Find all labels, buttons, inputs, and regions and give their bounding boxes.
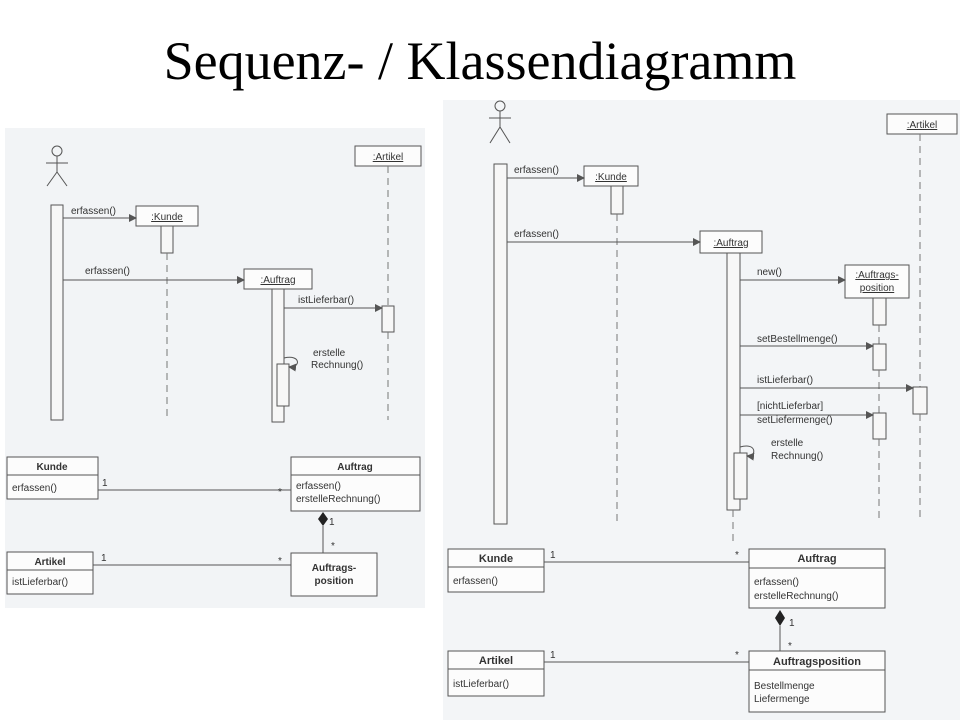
actor-activation-bar: [493, 163, 508, 525]
class-auftragsposition: [290, 552, 378, 597]
multiplicity: *: [278, 487, 282, 498]
slide-title: Sequenz- / Klassendiagramm: [163, 31, 797, 91]
class-kunde-op: erfassen(): [453, 576, 498, 587]
lifeline-artikel-label: :Artikel: [907, 120, 938, 131]
class-auftrag-op: erstelleRechnung(): [296, 494, 381, 505]
actor-icon: [489, 100, 511, 144]
lifeline-artikel-box: [886, 113, 958, 135]
message-label: erfassen(): [71, 206, 116, 217]
multiplicity: 1: [329, 517, 335, 528]
class-position-name: position: [315, 576, 354, 587]
message-label: [nichtLieferbar]: [757, 401, 823, 412]
class-auftrag: [748, 548, 886, 609]
message-label: setBestellmenge(): [757, 334, 838, 345]
message-label: erfassen(): [85, 266, 130, 277]
lifeline-position-label: :Auftrags-: [855, 270, 898, 281]
composition-diamond: [775, 610, 785, 626]
right-diagram-panel: :Kunde :Auftrag :Auftrags- position :Art…: [443, 100, 960, 720]
artikel-activation-bar: [381, 305, 395, 333]
message-label: erfassen(): [514, 165, 559, 176]
artikel-activation-bar: [912, 386, 928, 415]
kunde-activation-bar: [610, 185, 624, 215]
class-position-attr: Bestellmenge: [754, 681, 815, 692]
class-artikel-op: istLieferbar(): [453, 679, 509, 690]
class-artikel-name: Artikel: [34, 557, 65, 568]
actor-icon: [46, 145, 68, 187]
class-auftragsposition: [748, 650, 886, 713]
lifeline-artikel-label: :Artikel: [373, 152, 404, 163]
lifeline-position-box: [844, 264, 910, 299]
class-auftrag-name: Auftrag: [337, 462, 373, 473]
class-auftrag-op: erfassen(): [296, 481, 341, 492]
multiplicity: *: [788, 641, 792, 652]
class-kunde-name: Kunde: [479, 553, 513, 565]
class-auftrag-op: erfassen(): [754, 577, 799, 588]
multiplicity: *: [278, 556, 282, 567]
class-position-name: Auftrags-: [312, 563, 356, 574]
message-label: Rechnung(): [771, 451, 823, 462]
multiplicity: *: [735, 550, 739, 561]
multiplicity: 1: [101, 553, 107, 564]
kunde-activation-bar: [160, 225, 174, 254]
class-kunde: [447, 548, 545, 593]
multiplicity: *: [331, 541, 335, 552]
lifeline-kunde-label: :Kunde: [151, 212, 183, 223]
lifeline-auftrag-label: :Auftrag: [260, 275, 295, 286]
multiplicity: *: [735, 650, 739, 661]
class-position-attr: Liefermenge: [754, 694, 810, 705]
lifeline-auftrag-label: :Auftrag: [713, 238, 748, 249]
left-diagram-panel: :Kunde :Auftrag :Artikel erfassen() erfa…: [5, 128, 425, 608]
multiplicity: 1: [550, 550, 556, 561]
class-kunde: [6, 456, 99, 500]
class-auftrag: [290, 456, 421, 512]
composition-diamond: [318, 512, 328, 526]
class-auftrag-name: Auftrag: [797, 553, 836, 565]
class-kunde-name: Kunde: [36, 462, 68, 473]
message-label: istLieferbar(): [298, 295, 354, 306]
class-artikel-op: istLieferbar(): [12, 577, 68, 588]
auftrag-self-activation-bar: [733, 452, 748, 500]
self-message-arrow: [283, 356, 298, 372]
position-activation-bar: [872, 297, 887, 326]
class-position-name: Auftragsposition: [773, 656, 861, 668]
class-artikel: [6, 551, 94, 595]
self-message-arrow: [739, 445, 755, 461]
multiplicity: 1: [789, 618, 795, 629]
message-label: istLieferbar(): [757, 375, 813, 386]
auftrag-self-activation-bar: [276, 363, 290, 407]
class-artikel-name: Artikel: [479, 655, 513, 667]
lifeline-kunde-label: :Kunde: [595, 172, 627, 183]
class-kunde-op: erfassen(): [12, 483, 57, 494]
class-artikel: [447, 650, 545, 697]
message-label: new(): [757, 267, 782, 278]
class-auftrag-op: erstelleRechnung(): [754, 591, 839, 602]
multiplicity: 1: [550, 650, 556, 661]
message-label: Rechnung(): [311, 360, 363, 371]
actor-activation-bar: [50, 204, 64, 421]
position-activation-bar: [872, 412, 887, 440]
message-label: setLiefermenge(): [757, 415, 833, 426]
lifeline-position-label: position: [860, 283, 894, 294]
message-label: erstelle: [771, 438, 804, 449]
message-label: erstelle: [313, 348, 346, 359]
multiplicity: 1: [102, 478, 108, 489]
message-label: erfassen(): [514, 229, 559, 240]
position-activation-bar: [872, 343, 887, 371]
